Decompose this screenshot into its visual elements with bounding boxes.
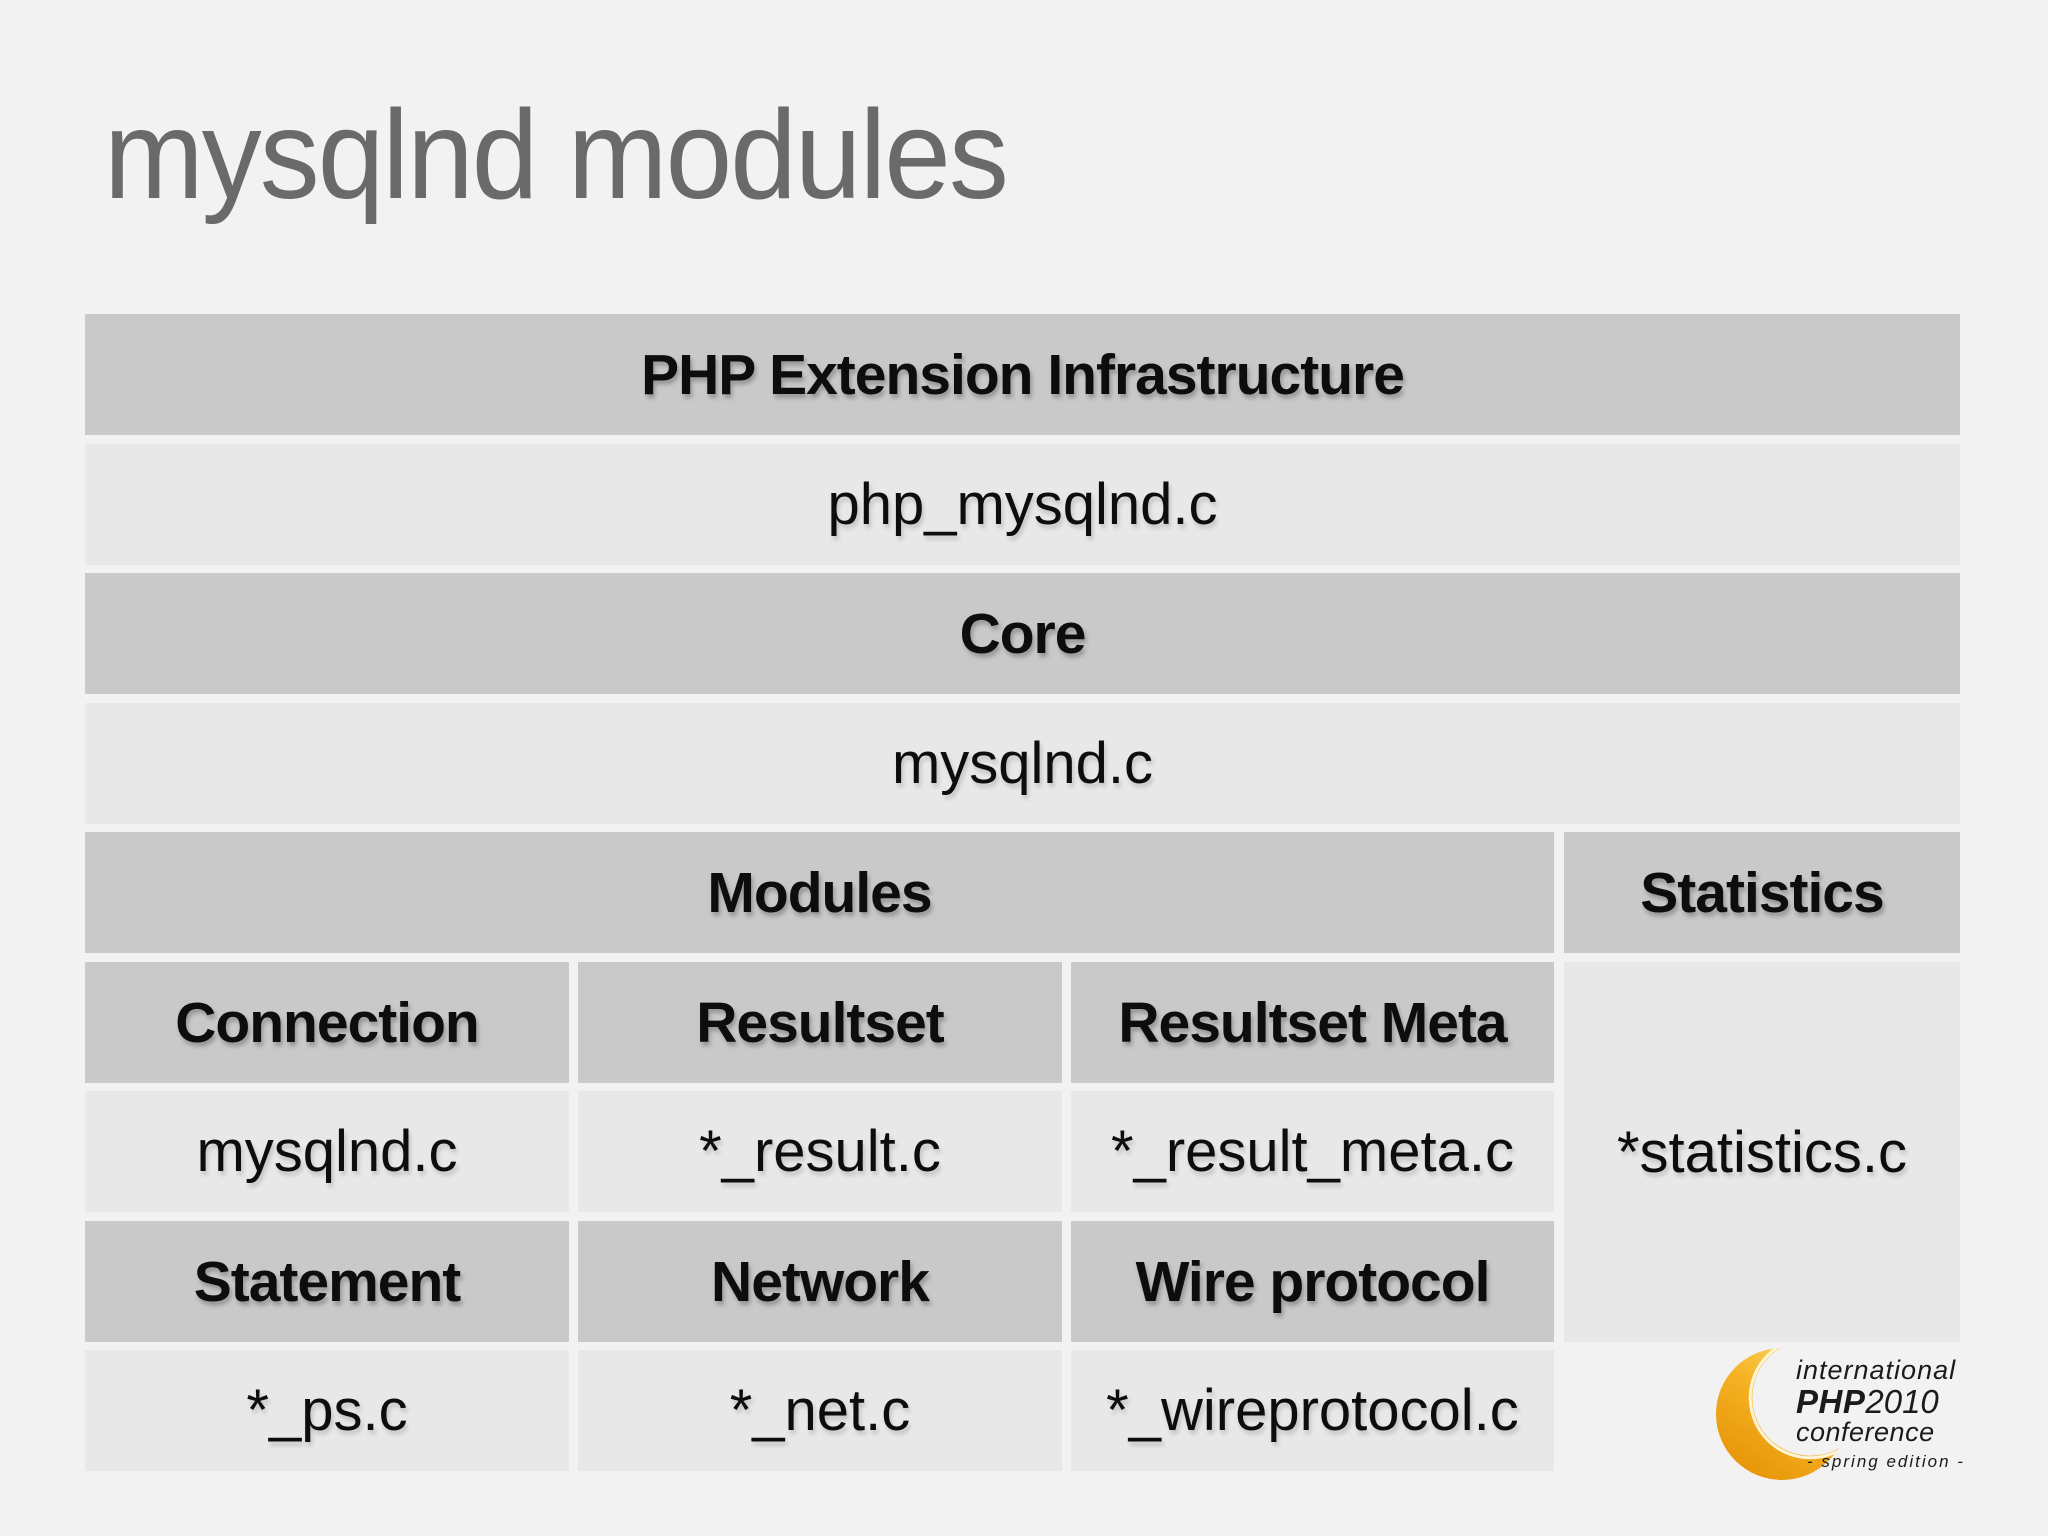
logo-brand-php: PHP — [1796, 1383, 1866, 1420]
block-wire-protocol-file: *_wireprotocol.c — [1071, 1350, 1554, 1471]
block-mysqlnd-file: mysqlnd.c — [85, 703, 1960, 824]
block-resultset-file: *_result.c — [578, 1091, 1062, 1212]
crescent-moon-icon — [1716, 1336, 1861, 1480]
block-network-file: *_net.c — [578, 1350, 1062, 1471]
page-title: mysqlnd modules — [104, 84, 1009, 225]
logo-text: international PHP2010 conference - sprin… — [1796, 1355, 2000, 1472]
logo-line-php2010: PHP2010 — [1796, 1385, 2000, 1418]
block-wire-protocol-header: Wire protocol — [1071, 1221, 1554, 1342]
block-php-extension-infrastructure: PHP Extension Infrastructure — [85, 314, 1960, 435]
block-connection-header: Connection — [85, 962, 569, 1083]
block-resultset-meta-file: *_result_meta.c — [1071, 1091, 1554, 1212]
block-resultset-meta-header: Resultset Meta — [1071, 962, 1554, 1083]
block-core: Core — [85, 573, 1960, 694]
block-statement-header: Statement — [85, 1221, 569, 1342]
logo-line-spring-edition: - spring edition - — [1807, 1452, 1965, 1471]
php-conference-logo: international PHP2010 conference - sprin… — [1700, 1326, 2000, 1504]
block-connection-file: mysqlnd.c — [85, 1091, 569, 1212]
block-php-mysqlnd-file: php_mysqlnd.c — [85, 444, 1960, 565]
logo-line-international: international — [1796, 1355, 1957, 1385]
block-statistics-header: Statistics — [1564, 832, 1960, 953]
logo-year: 2010 — [1865, 1383, 1939, 1420]
block-modules-header: Modules — [85, 832, 1554, 953]
block-statistics-file: *statistics.c — [1564, 962, 1960, 1342]
logo-line-conference: conference — [1796, 1417, 1935, 1447]
block-network-header: Network — [578, 1221, 1062, 1342]
block-resultset-header: Resultset — [578, 962, 1062, 1083]
block-statement-file: *_ps.c — [85, 1350, 569, 1471]
